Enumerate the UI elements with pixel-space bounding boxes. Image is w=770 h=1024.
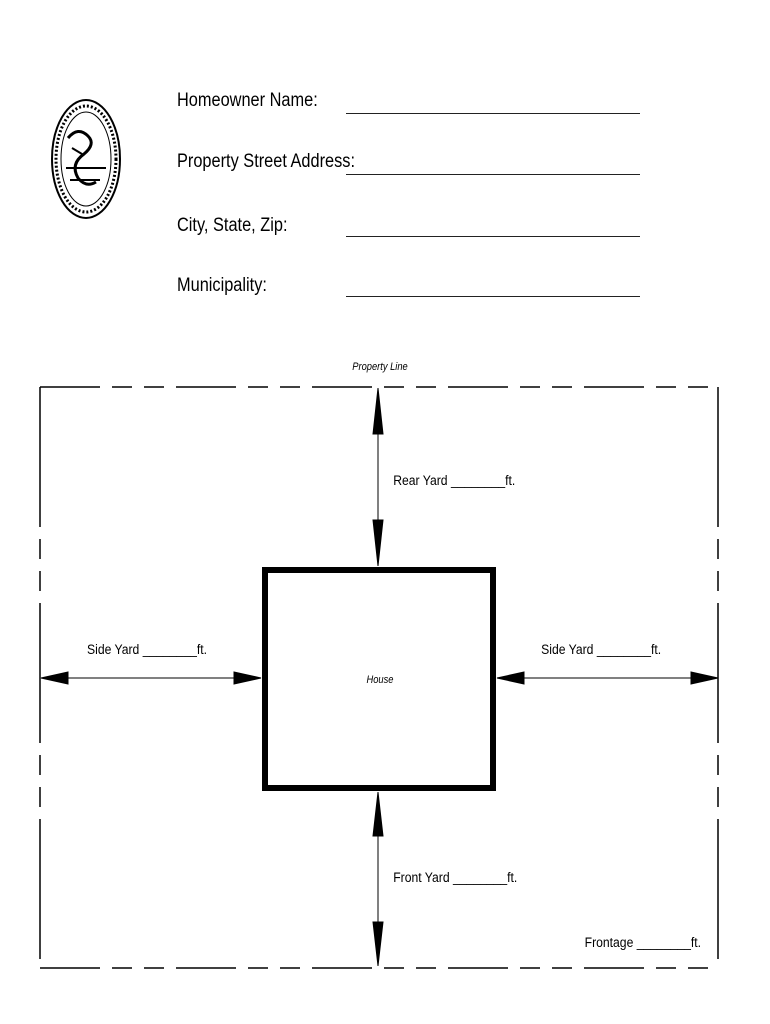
rear-yard-label: Rear Yard ________ft. — [393, 472, 515, 488]
left-side-yard-arrow — [40, 671, 262, 685]
municipality-field[interactable] — [346, 296, 640, 297]
house-label: House — [367, 674, 394, 686]
rear-yard-blank[interactable]: ________ — [450, 472, 506, 488]
city-state-zip-field[interactable] — [346, 236, 640, 237]
left-side-yard-label: Side Yard ________ft. — [87, 641, 207, 657]
front-yard-blank[interactable]: ________ — [452, 869, 508, 885]
right-side-yard-arrow — [496, 671, 719, 685]
front-yard-arrow — [372, 791, 384, 967]
right-side-yard-label: Side Yard ________ft. — [541, 641, 661, 657]
house-outline — [262, 567, 496, 791]
front-yard-label: Front Yard ________ft. — [393, 869, 517, 885]
property-line-label: Property Line — [352, 361, 408, 373]
right-side-yard-blank[interactable]: ________ — [596, 641, 652, 657]
city-state-zip-label: City, State, Zip: — [177, 215, 288, 236]
homeowner-name-field[interactable] — [346, 113, 640, 114]
frontage-label: Frontage ________ft. — [585, 934, 701, 950]
municipality-label: Municipality: — [177, 275, 267, 296]
property-street-address-label: Property Street Address: — [177, 151, 356, 172]
rear-yard-arrow — [372, 387, 384, 567]
homeowner-name-label: Homeowner Name: — [177, 90, 318, 111]
frontage-blank[interactable]: ________ — [636, 934, 692, 950]
municipal-seal — [51, 99, 121, 219]
property-street-address-field[interactable] — [346, 174, 640, 175]
left-side-yard-blank[interactable]: ________ — [142, 641, 198, 657]
